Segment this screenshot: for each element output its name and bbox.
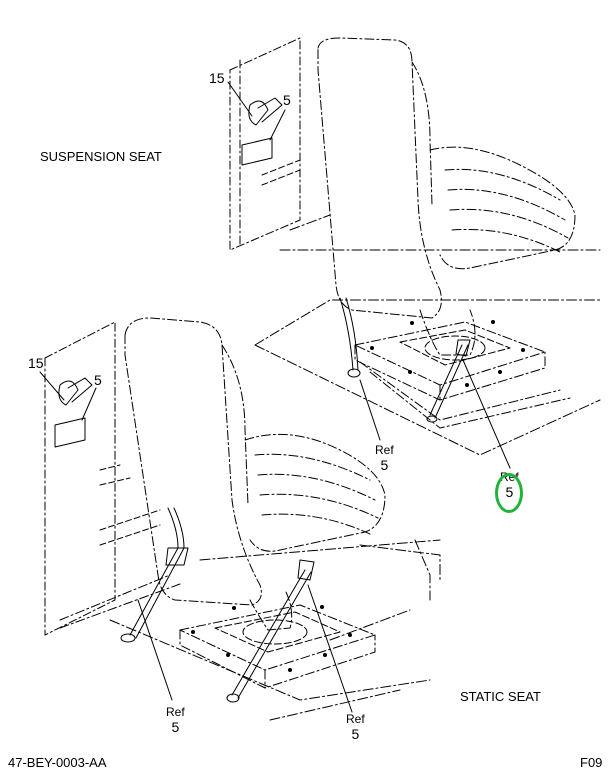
upper-retractor bbox=[241, 137, 273, 166]
drawing-number: 47-BEY-0003-AA bbox=[8, 755, 107, 770]
suspension-seat-label: SUSPENSION SEAT bbox=[40, 149, 162, 164]
sheet-number: F09 bbox=[580, 755, 603, 770]
ref-number: 5 bbox=[380, 457, 389, 473]
static-seat-label: STATIC SEAT bbox=[460, 689, 541, 704]
ref-number: 5 bbox=[351, 726, 360, 742]
ref-text: Ref bbox=[346, 712, 365, 726]
lower-floor bbox=[109, 539, 441, 701]
upper-belt-right bbox=[429, 344, 469, 419]
upper-base-plate bbox=[354, 321, 546, 386]
lower-base-plate bbox=[179, 604, 376, 671]
callout-lower-ref-left: Ref 5 bbox=[166, 705, 185, 735]
upper-wall-panel bbox=[229, 37, 301, 251]
lower-seat-cushion bbox=[244, 433, 386, 552]
upper-seat-cushion bbox=[429, 146, 576, 270]
lower-seat-back bbox=[124, 317, 262, 606]
suspension-seat-assembly bbox=[227, 37, 601, 469]
callout-lower-5: 5 bbox=[94, 372, 102, 388]
callout-lower-ref-right: Ref 5 bbox=[346, 712, 365, 742]
callout-upper-5: 5 bbox=[283, 92, 291, 108]
upper-floor bbox=[254, 299, 601, 456]
upper-belt-left bbox=[339, 297, 354, 371]
highlight-circle bbox=[495, 473, 523, 513]
ref-text: Ref bbox=[166, 705, 185, 719]
callout-upper-ref-left: Ref 5 bbox=[375, 443, 394, 473]
callout-upper-15: 15 bbox=[209, 70, 225, 86]
upper-seat-back bbox=[317, 37, 442, 319]
ref-text: Ref bbox=[375, 443, 394, 457]
lower-retractor bbox=[54, 417, 86, 448]
lower-belt-left bbox=[129, 507, 185, 639]
lower-belt-right bbox=[231, 569, 312, 699]
lower-wall-panel bbox=[44, 321, 116, 636]
callout-lower-15: 15 bbox=[28, 355, 44, 371]
ref-number: 5 bbox=[171, 719, 180, 735]
static-seat-assembly bbox=[39, 317, 441, 721]
